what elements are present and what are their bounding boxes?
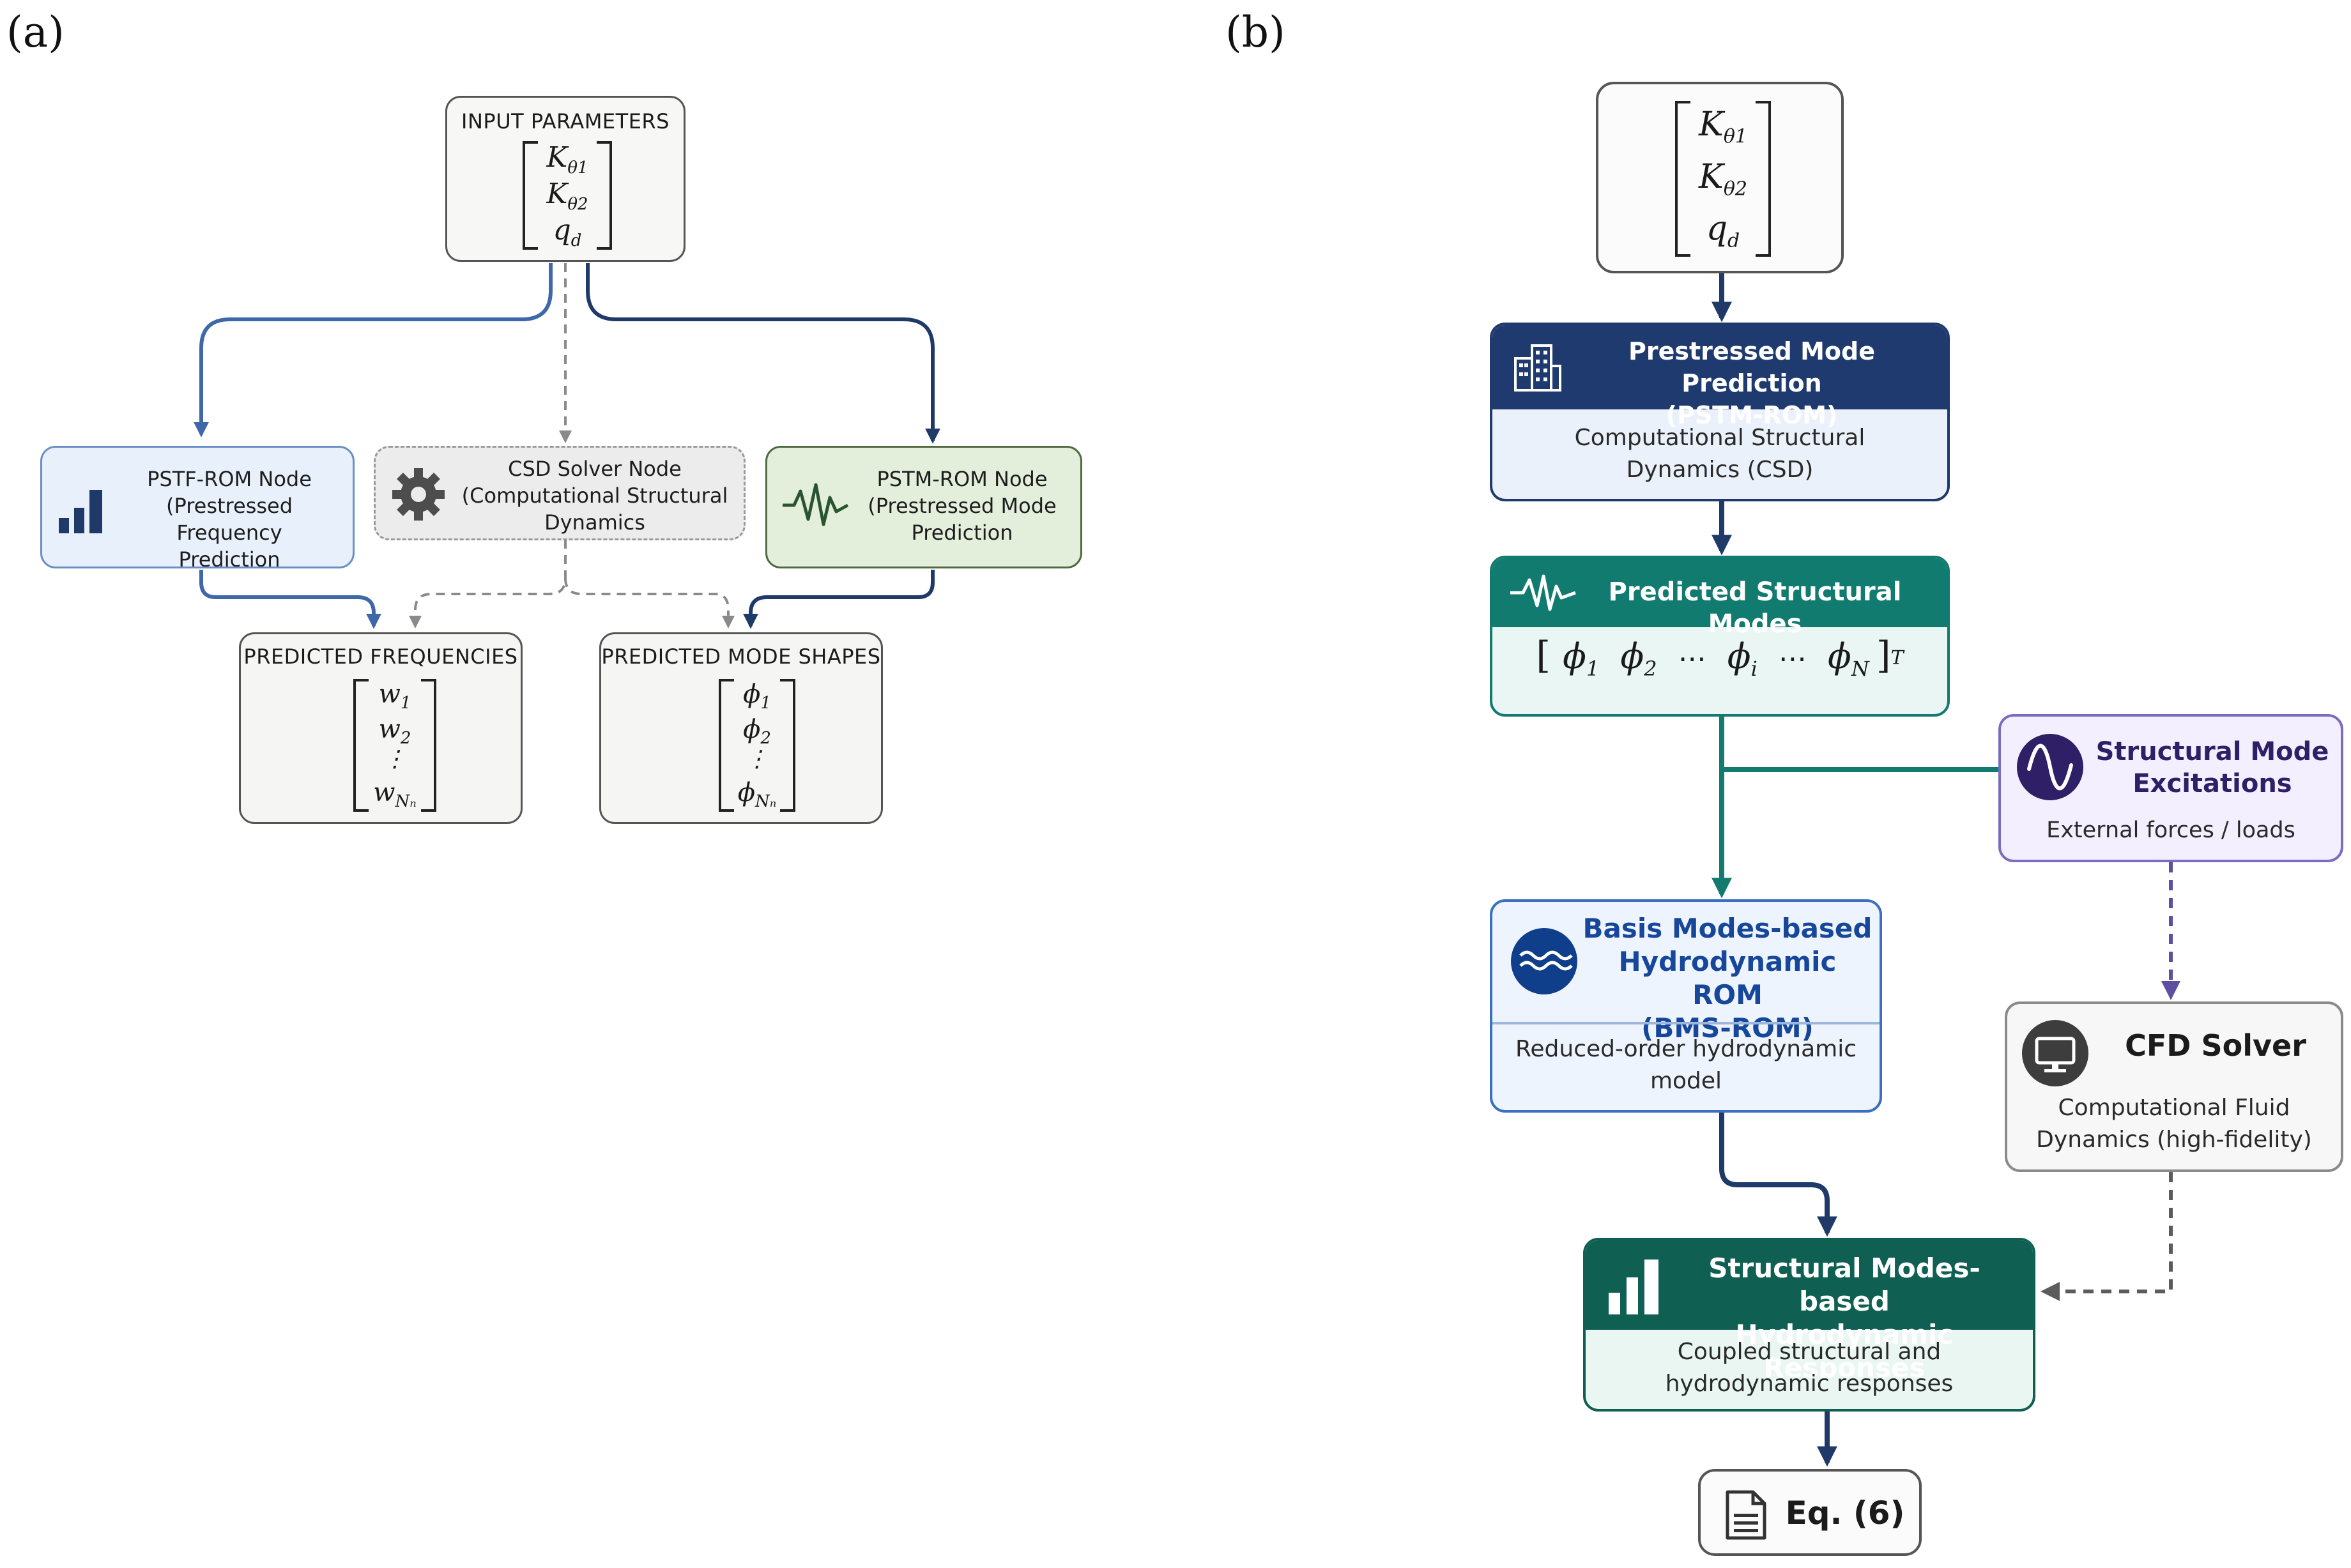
mode-term: ϕN: [1828, 636, 1869, 681]
mode-shape-entry: ϕNₙ: [737, 777, 777, 811]
b-pstm-header: Prestressed Mode Prediction (PSTM-ROM): [1492, 325, 1947, 429]
pstm-node-text: PSTM-ROM Node (Prestressed Mode Predicti…: [868, 467, 1057, 545]
b-input-vector: Kθ1 Kθ2 qd: [1675, 101, 1771, 257]
mode-term: ⋯: [1678, 643, 1706, 675]
left-bracket: [353, 679, 369, 812]
document-icon: [1726, 1490, 1766, 1540]
right-bracket: [597, 141, 612, 250]
pstf-node-text: PSTF-ROM Node (Prestressed Frequency Pre…: [147, 467, 312, 568]
predicted-frequencies-title: PREDICTED FREQUENCIES: [243, 644, 518, 669]
predicted-frequencies-box: PREDICTED FREQUENCIES w1 w2 ⋮ wNₙ: [239, 632, 523, 824]
b-excitation-title: Structural Mode Excitations: [2095, 737, 2329, 798]
frequency-vector: w1 w2 ⋮ wNₙ: [353, 679, 436, 812]
bar-chart-icon: [59, 490, 102, 533]
input-parameters-box: INPUT PARAMETERS Kθ1 Kθ2 qd: [445, 96, 685, 262]
b-predicted-modes-block: Predicted Structural Modes [ ϕ1 ϕ2 ⋯ ϕi …: [1490, 556, 1950, 717]
right-bracket: [1756, 101, 1771, 257]
b-responses-block: Structural Modes-based Hydrodynamic Resp…: [1583, 1238, 2035, 1412]
b-pstm-body: Computational Structural Dynamics (CSD): [1574, 425, 1865, 483]
b-cfd-body: Computational Fluid Dynamics (high-fidel…: [2036, 1095, 2312, 1153]
building-icon: [1514, 344, 1561, 392]
gear-icon: [392, 468, 445, 521]
b-cfd-title: CFD Solver: [2125, 1028, 2306, 1063]
b-modes-row-vector: [ ϕ1 ϕ2 ⋯ ϕi ⋯ ϕN ]T: [1492, 634, 1947, 710]
b-input-box: Kθ1 Kθ2 qd: [1596, 82, 1844, 273]
frequency-entry: w2: [378, 715, 411, 749]
mode-shape-entry: ϕ2: [743, 715, 771, 749]
sine-wave-icon: [2017, 734, 2083, 800]
mode-shape-entry: ϕ1: [743, 680, 771, 713]
b-bms-title: Basis Modes-based Hydrodynamic ROM (BMS-…: [1582, 913, 1872, 1044]
link-csd-to-frequencies: [409, 540, 567, 628]
mode-term: ϕ2: [1620, 636, 1657, 681]
link-input-to-pstf: [194, 263, 553, 438]
b-equation-label: Eq. (6): [1785, 1495, 1905, 1532]
frequency-entry: wNₙ: [373, 777, 417, 811]
mode-term: ϕi: [1727, 636, 1758, 681]
vector-entry: Kθ2: [546, 177, 588, 214]
frequency-entry: ⋮: [383, 745, 406, 772]
right-bracket: [421, 679, 436, 812]
b-responses-body: Coupled structural and hydrodynamic resp…: [1665, 1339, 1954, 1397]
b-bms-divider: [1492, 1022, 1880, 1024]
pstf-rom-node: PSTF-ROM Node (Prestressed Frequency Pre…: [40, 446, 355, 568]
transpose-superscript: T: [1890, 646, 1904, 669]
b-cfd-solver-block: CFD Solver Computational Fluid Dynamics …: [2005, 1001, 2343, 1172]
predicted-mode-shapes-title: PREDICTED MODE SHAPES: [601, 644, 881, 669]
mode-term: ⋯: [1778, 643, 1807, 675]
b-pstm-title: Prestressed Mode Prediction (PSTM-ROM): [1628, 337, 1875, 429]
vector-entry: qd: [1706, 209, 1740, 252]
b-responses-title: Structural Modes-based Hydrodynamic Resp…: [1708, 1252, 1980, 1383]
input-vector: Kθ1 Kθ2 qd: [523, 141, 612, 250]
link-pstf-to-frequencies: [199, 570, 381, 629]
b-excitation-body: External forces / loads: [2046, 818, 2295, 843]
waveform-icon: [783, 483, 849, 526]
link-pstm-to-modeshapes: [743, 570, 935, 629]
input-parameters-title: INPUT PARAMETERS: [461, 109, 670, 133]
row-vector-open-bracket: [: [1536, 634, 1551, 677]
monitor-icon: [2022, 1020, 2088, 1086]
mode-shape-vector: ϕ1 ϕ2 ⋮ ϕNₙ: [719, 679, 795, 812]
pstm-rom-node: PSTM-ROM Node (Prestressed Mode Predicti…: [765, 446, 1082, 568]
csd-solver-node: CSD Solver Node (Computational Structura…: [374, 446, 746, 540]
panel-a-label: (a): [6, 8, 65, 57]
left-bracket: [719, 679, 734, 812]
b-equation-box: Eq. (6): [1698, 1469, 1922, 1556]
mode-shape-entry: ⋮: [746, 745, 769, 772]
b-bms-rom-block: Basis Modes-based Hydrodynamic ROM (BMS-…: [1490, 899, 1882, 1113]
vector-entry: Kθ1: [546, 141, 588, 178]
vector-entry: Kθ1: [1698, 105, 1747, 148]
panel-b-label: (b): [1225, 8, 1285, 57]
link-b-bms-to-responses: [1719, 1113, 1837, 1237]
link-csd-to-modeshapes: [564, 577, 735, 628]
bar-chart-icon: [1609, 1260, 1658, 1314]
frequency-entry: w1: [378, 680, 411, 713]
left-bracket: [523, 141, 538, 250]
b-pstm-rom-block: Prestressed Mode Prediction (PSTM-ROM) C…: [1490, 323, 1950, 501]
vector-entry: Kθ2: [1698, 157, 1747, 201]
vector-entry: qd: [553, 213, 582, 250]
b-excitation-block: Structural Mode Excitations External for…: [1998, 714, 2343, 862]
b-modes-header: Predicted Structural Modes: [1492, 558, 1947, 639]
waveform-icon: [1510, 574, 1576, 611]
left-bracket: [1675, 101, 1690, 257]
predicted-mode-shapes-box: PREDICTED MODE SHAPES ϕ1 ϕ2 ⋮ ϕNₙ: [599, 632, 883, 824]
b-responses-header: Structural Modes-based Hydrodynamic Resp…: [1586, 1240, 2033, 1383]
right-bracket: [780, 679, 795, 812]
b-bms-body: Reduced-order hydrodynamic model: [1515, 1036, 1857, 1094]
link-b-cfd-to-responses: [2041, 1172, 2173, 1301]
wave-icon: [1511, 928, 1577, 994]
csd-node-text: CSD Solver Node (Computational Structura…: [461, 457, 728, 535]
link-input-to-pstm: [586, 263, 940, 444]
row-vector-close-bracket: ]: [1876, 634, 1891, 677]
mode-term: ϕ1: [1563, 636, 1600, 681]
b-modes-title: Predicted Structural Modes: [1608, 577, 1902, 639]
